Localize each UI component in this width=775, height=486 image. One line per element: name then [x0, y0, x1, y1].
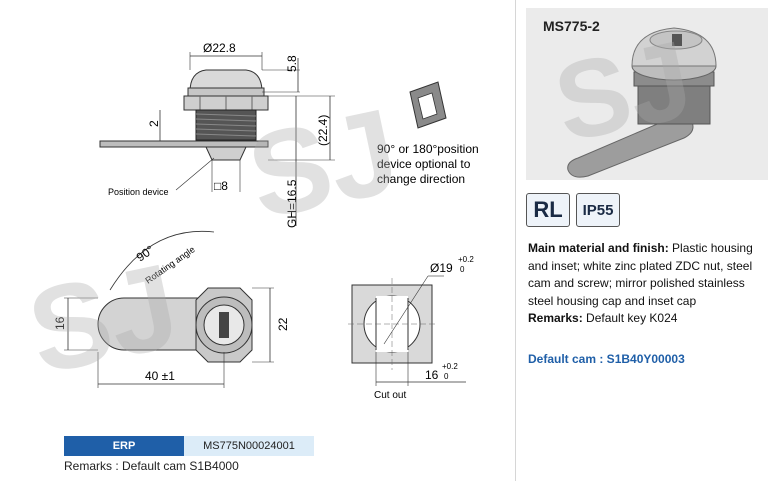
badge-ip55: IP55 [576, 193, 620, 227]
product-model: MS775-2 [543, 18, 600, 34]
erp-label: ERP [64, 436, 184, 456]
tol-16-bottom: 0 [444, 372, 449, 381]
remarks-label: Remarks: [528, 311, 583, 326]
angle-90: 90° [134, 242, 157, 264]
dim-gh: GH=16.5 [285, 179, 299, 228]
dim-22-4: (22.4) [316, 115, 330, 146]
lock-drawing: Ø22.8 5.8 (22.4) GH=16.5 2 □8 P [53, 41, 479, 401]
technical-drawing-panel: Ø22.8 5.8 (22.4) GH=16.5 2 □8 P [18, 41, 479, 473]
tol-16-top: +0.2 [442, 362, 458, 371]
product-photo: SJ [526, 8, 768, 180]
note-line-3: change direction [377, 172, 465, 186]
position-device-part: 90° or 180°position device optional to c… [377, 81, 479, 186]
dim-square-8: □8 [214, 179, 228, 193]
lock-photo-illustration [567, 27, 717, 178]
erp-row: ERP MS775N00024001 [64, 436, 314, 456]
dim-5-8: 5.8 [285, 55, 299, 72]
product-description: Main material and finish: Plastic housin… [528, 240, 772, 328]
label-cut-out: Cut out [374, 390, 406, 401]
dim-2: 2 [147, 120, 161, 127]
tol-19-top: +0.2 [458, 255, 474, 264]
dim-diameter-top: Ø22.8 [203, 41, 236, 55]
badge-ip55-text: IP55 [582, 201, 614, 219]
side-view: Ø22.8 5.8 (22.4) GH=16.5 2 □8 P [99, 41, 335, 228]
dim-16: 16 [53, 316, 67, 330]
remarks-text: Default key K024 [582, 311, 678, 326]
note-line-2: device optional to [377, 157, 471, 171]
dim-40: 40 ±1 [145, 369, 175, 383]
dim-22: 22 [276, 317, 290, 331]
material-text: Plastic housing and inset; white zinc pl… [528, 241, 753, 308]
badge-rl: RL [526, 193, 570, 227]
dim-diameter-19: Ø19 [430, 261, 453, 275]
label-position-device: Position device [108, 187, 169, 197]
cutout-view: Ø19 +0.2 0 16 +0.2 0 Cut out [348, 255, 474, 401]
panel-divider [515, 0, 516, 481]
remarks-default-cam: Remarks : Default cam S1B4000 [64, 459, 239, 473]
note-line-1: 90° or 180°position [377, 142, 479, 156]
product-info-panel: SJ MS775-2 RL IP55 Main material and fin… [516, 0, 775, 481]
tol-19-bottom: 0 [460, 265, 465, 274]
dim-16-cutout: 16 [425, 368, 439, 382]
front-view: 90° Rotating angle 16 22 40 ±1 [53, 230, 290, 388]
default-cam: Default cam : S1B40Y00003 [528, 352, 685, 366]
badge-rl-text: RL [533, 197, 563, 222]
erp-code: MS775N00024001 [184, 436, 314, 456]
material-label: Main material and finish: [528, 241, 669, 255]
